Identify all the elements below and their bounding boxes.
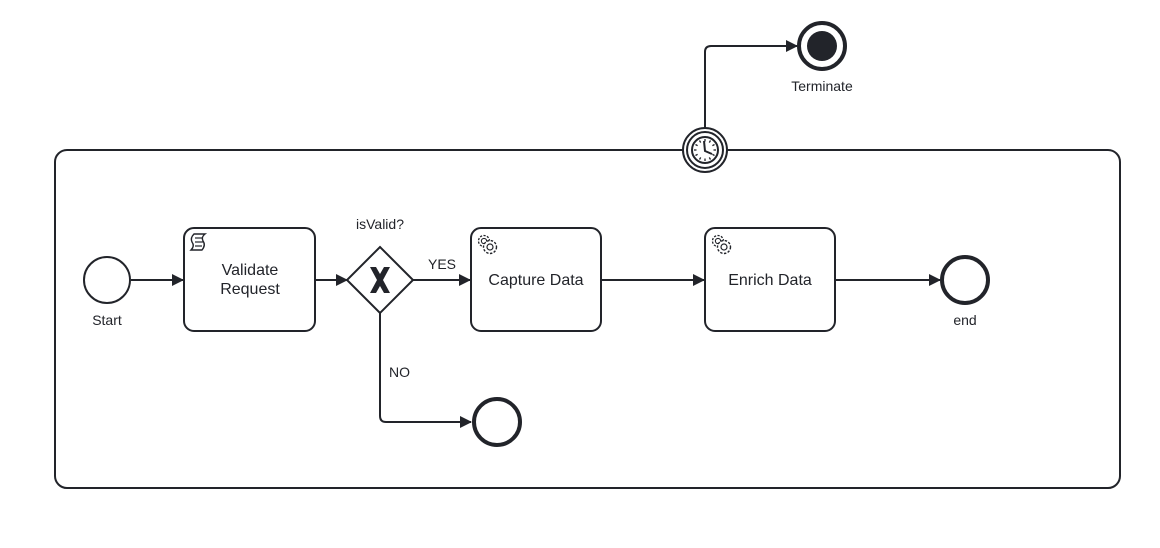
flow-label-no: NO xyxy=(389,364,410,380)
gear-icon xyxy=(477,234,498,255)
gateway-label: isValid? xyxy=(356,216,404,232)
timer-boundary-event[interactable] xyxy=(682,127,728,173)
exclusive-gateway[interactable] xyxy=(345,245,415,315)
invalid-end-event[interactable] xyxy=(472,397,522,447)
task-capture-label: Capture Data xyxy=(488,272,583,289)
start-event[interactable] xyxy=(83,256,131,304)
terminate-end-event[interactable] xyxy=(797,21,847,71)
end-event[interactable] xyxy=(940,255,990,305)
flow-gateway-to-invalid-end[interactable] xyxy=(379,313,472,428)
x-icon xyxy=(370,267,390,293)
terminate-event-label: Terminate xyxy=(791,78,853,94)
task-validate-label-line2: Request xyxy=(220,281,280,298)
task-validate-label-line1: Validate xyxy=(222,262,279,279)
task-enrich-data[interactable]: Enrich Data xyxy=(704,227,836,332)
end-event-label: end xyxy=(953,312,976,328)
script-icon xyxy=(189,233,208,251)
task-enrich-label: Enrich Data xyxy=(728,272,812,289)
task-capture-data[interactable]: Capture Data xyxy=(470,227,602,332)
start-event-label: Start xyxy=(92,312,122,328)
flow-timer-to-terminate[interactable] xyxy=(704,40,798,132)
task-validate-request[interactable]: Validate Request xyxy=(183,227,316,332)
gear-icon xyxy=(711,234,732,255)
flow-label-yes: YES xyxy=(428,256,456,272)
clock-icon xyxy=(691,136,719,164)
